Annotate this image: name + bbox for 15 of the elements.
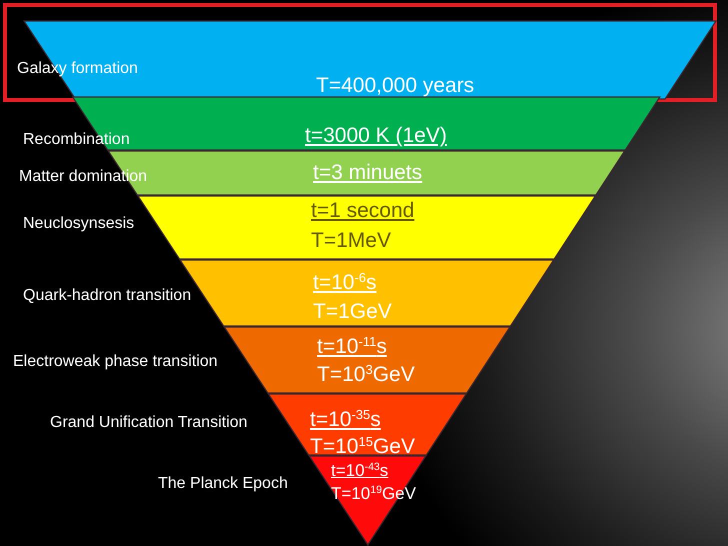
time-value: t=1 second	[311, 198, 414, 224]
stage-label: Neuclosynsesis	[23, 214, 134, 234]
highlight-frame	[3, 3, 717, 102]
temperature-value: T=1MeV	[311, 228, 391, 254]
time-value: t=10$^{-11}$s	[317, 334, 387, 360]
stage-label: Quark-hadron transition	[23, 286, 192, 306]
stage-label: Grand Unification Transition	[50, 413, 248, 433]
time-value: t=10$^{-43}$s	[331, 460, 388, 482]
time-value: T=400,000 years	[316, 73, 474, 99]
time-value: t=3 minuets	[313, 160, 422, 186]
stage-label: Electroweak phase transition	[13, 352, 218, 372]
stage-label: The Planck Epoch	[158, 474, 288, 494]
time-value: t=10$^{-6}$s	[313, 270, 377, 296]
time-value: t=10$^{-35}$s	[310, 407, 381, 433]
temperature-value: t=3000 K (1eV)	[305, 123, 447, 149]
